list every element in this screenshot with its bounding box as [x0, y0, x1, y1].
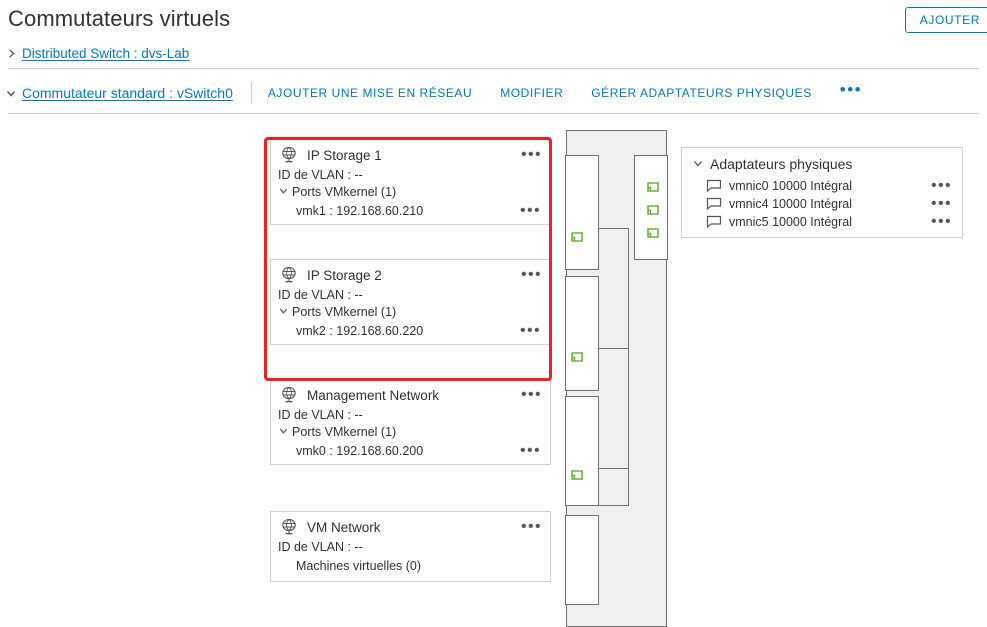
vmkernel-row[interactable]: vmk0 : 192.168.60.200 ••• [271, 440, 550, 464]
port-group-name: IP Storage 2 [307, 267, 382, 283]
uplink-port-icon-3 [646, 226, 660, 240]
physical-adapter-overflow-icon[interactable]: ••• [930, 176, 952, 194]
physical-adapter-overflow-icon[interactable]: ••• [930, 212, 952, 230]
vmkernel-ports-label: Ports VMkernel (1) [292, 305, 397, 319]
vmkernel-ports-toggle[interactable]: Ports VMkernel (1) [271, 183, 550, 200]
manage-physical-adapters-button[interactable]: GÉRER ADAPTATEURS PHYSIQUES [591, 86, 812, 100]
nic-icon [706, 179, 723, 193]
port-group-overflow-icon[interactable]: ••• [520, 517, 542, 535]
port-group-card-ip-storage-2[interactable]: IP Storage 2 ••• ID de VLAN : -- Ports V… [270, 259, 551, 345]
physical-adapter-name: vmnic0 10000 Intégral [729, 179, 852, 193]
vmkernel-overflow-icon[interactable]: ••• [519, 201, 541, 219]
switch-uplink-slot [634, 155, 668, 260]
nic-icon [706, 215, 723, 229]
physical-adapter-overflow-icon[interactable]: ••• [930, 194, 952, 212]
port-group-overflow-icon[interactable]: ••• [520, 145, 542, 163]
port-icon-3 [570, 468, 584, 482]
chevron-down-icon[interactable] [692, 156, 710, 172]
vmkernel-ports-toggle[interactable]: Ports VMkernel (1) [271, 423, 550, 440]
port-group-header: Management Network ••• [271, 380, 550, 408]
switch-slot-2 [565, 276, 599, 391]
port-group-header: VM Network ••• [271, 512, 550, 540]
more-actions-icon[interactable]: ••• [839, 79, 863, 99]
add-button[interactable]: AJOUTER [904, 7, 987, 33]
port-icon-2 [570, 350, 584, 364]
port-group-header: IP Storage 2 ••• [271, 260, 550, 288]
port-icon-1 [570, 230, 584, 244]
chevron-down-icon[interactable] [278, 425, 292, 439]
port-group-name: Management Network [307, 387, 440, 403]
accordion-row-dvs[interactable]: Distributed Switch : dvs-Lab [0, 40, 987, 66]
switch-slot-3 [565, 396, 599, 506]
port-group-icon [280, 518, 300, 536]
switch-line-2 [599, 348, 629, 349]
port-group-overflow-icon[interactable]: ••• [520, 385, 542, 403]
chevron-down-icon[interactable] [0, 87, 22, 99]
switch-line-4 [599, 505, 629, 506]
add-networking-button[interactable]: AJOUTER UNE MISE EN RÉSEAU [267, 86, 473, 100]
physical-adapter-row[interactable]: vmnic4 10000 Intégral ••• [682, 195, 962, 213]
port-group-card-management-network[interactable]: Management Network ••• ID de VLAN : -- P… [270, 379, 551, 465]
switch-line-3 [599, 468, 629, 469]
chevron-right-icon[interactable] [0, 48, 22, 59]
port-group-name: VM Network [307, 519, 381, 535]
switch-trunk [628, 228, 629, 505]
port-group-header: IP Storage 1 ••• [271, 140, 550, 168]
vlan-label: ID de VLAN : -- [278, 168, 363, 182]
divider-2 [8, 113, 979, 114]
physical-adapter-name: vmnic5 10000 Intégral [729, 215, 852, 229]
port-group-card-vm-network[interactable]: VM Network ••• ID de VLAN : -- Machines … [270, 511, 551, 582]
switch-slot-4 [565, 515, 599, 605]
vmkernel-address: vmk2 : 192.168.60.220 [296, 324, 424, 338]
physical-adapter-row[interactable]: vmnic5 10000 Intégral ••• [682, 213, 962, 237]
vmkernel-ports-label: Ports VMkernel (1) [292, 185, 397, 199]
chevron-down-icon[interactable] [278, 185, 292, 199]
port-group-icon [280, 386, 300, 404]
physical-adapter-name: vmnic4 10000 Intégral [729, 197, 852, 211]
port-group-overflow-icon[interactable]: ••• [520, 265, 542, 283]
vswitch-link[interactable]: Commutateur standard : vSwitch0 [22, 85, 233, 101]
port-group-icon [280, 266, 300, 284]
physical-adapters-panel[interactable]: Adaptateurs physiques vmnic0 10000 Intég… [681, 147, 963, 238]
vlan-label: ID de VLAN : -- [278, 540, 363, 554]
switch-slot-1 [565, 155, 599, 270]
vmkernel-row[interactable]: vmk2 : 192.168.60.220 ••• [271, 320, 550, 344]
edit-button[interactable]: MODIFIER [500, 86, 564, 100]
physical-adapters-header[interactable]: Adaptateurs physiques [682, 148, 962, 177]
vmkernel-ports-label: Ports VMkernel (1) [292, 425, 397, 439]
nic-icon [706, 197, 723, 211]
vlan-label: ID de VLAN : -- [278, 408, 363, 422]
switch-line-1 [599, 228, 629, 229]
topology-diagram: IP Storage 1 ••• ID de VLAN : -- Ports V… [0, 120, 987, 627]
vmkernel-row[interactable]: vmk1 : 192.168.60.210 ••• [271, 200, 550, 224]
vmkernel-overflow-icon[interactable]: ••• [519, 321, 541, 339]
vswitch-graphic [565, 130, 668, 627]
vmkernel-address: vmk1 : 192.168.60.210 [296, 204, 424, 218]
divider-1 [8, 68, 979, 69]
chevron-down-icon[interactable] [278, 305, 292, 319]
vmkernel-address: vmk0 : 192.168.60.200 [296, 444, 424, 458]
accordion-row-vss: Commutateur standard : vSwitch0 AJOUTER … [0, 78, 987, 108]
vlan-label: ID de VLAN : -- [278, 288, 363, 302]
vmkernel-ports-toggle[interactable]: Ports VMkernel (1) [271, 303, 550, 320]
page-title: Commutateurs virtuels [8, 6, 231, 31]
port-group-name: IP Storage 1 [307, 147, 382, 163]
port-group-card-ip-storage-1[interactable]: IP Storage 1 ••• ID de VLAN : -- Ports V… [270, 139, 551, 225]
physical-adapter-row[interactable]: vmnic0 10000 Intégral ••• [682, 177, 962, 195]
port-group-icon [280, 146, 300, 164]
toolbar-divider [250, 82, 252, 104]
physical-adapters-title: Adaptateurs physiques [710, 156, 853, 172]
uplink-port-icon-1 [646, 180, 660, 194]
vmkernel-overflow-icon[interactable]: ••• [519, 441, 541, 459]
dvs-link[interactable]: Distributed Switch : dvs-Lab [22, 45, 190, 61]
uplink-port-icon-2 [646, 203, 660, 217]
virtual-machines-label: Machines virtuelles (0) [296, 559, 422, 573]
